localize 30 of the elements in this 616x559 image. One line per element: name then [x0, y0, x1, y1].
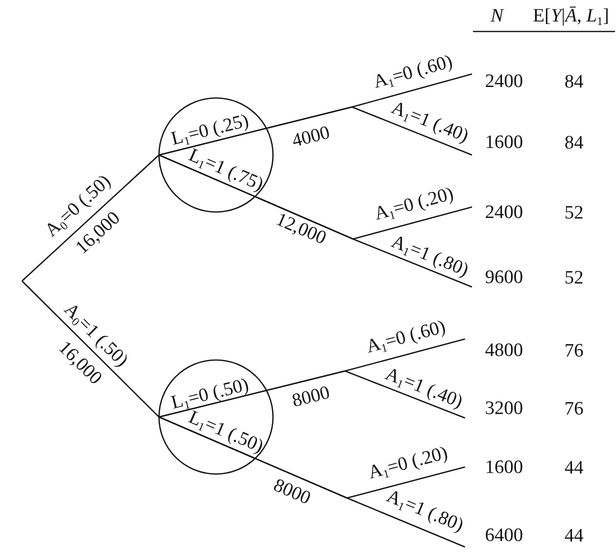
branch-circle — [158, 97, 274, 213]
branch-line — [22, 154, 160, 282]
leaf-count: 9600 — [472, 265, 523, 291]
mean-value: 44 — [564, 526, 584, 546]
mean-value: 52 — [564, 268, 584, 288]
branch-line — [158, 106, 472, 156]
count-label: 12,000 — [273, 210, 329, 248]
mean-value: 84 — [564, 72, 584, 92]
leaf-count: 6400 — [465, 523, 523, 549]
count-label: 8000 — [270, 476, 314, 508]
leaf-count: 1600 — [472, 130, 523, 156]
mean-value: 76 — [564, 342, 584, 360]
branch-line — [158, 416, 466, 548]
leaf-count: 4800 — [465, 338, 523, 364]
branch-line — [158, 370, 466, 419]
branch-line — [22, 280, 160, 418]
count-label: 8000 — [290, 383, 332, 411]
mean-value: 76 — [564, 400, 584, 418]
mean-value: 84 — [564, 134, 584, 152]
count-label: 4000 — [290, 123, 332, 151]
leaf-count: 3200 — [465, 396, 523, 422]
mean-value: 44 — [564, 458, 584, 478]
column-header: E[Y|Ā, L$_{1}$] — [532, 6, 610, 26]
leaf-count: 2400 — [472, 69, 523, 95]
leaf-count: 1600 — [465, 455, 523, 481]
mean-value: 52 — [564, 204, 584, 222]
branch-circle — [158, 359, 274, 475]
column-header: N — [490, 6, 504, 26]
leaf-count: 2400 — [472, 200, 523, 226]
branch-line — [158, 154, 472, 288]
